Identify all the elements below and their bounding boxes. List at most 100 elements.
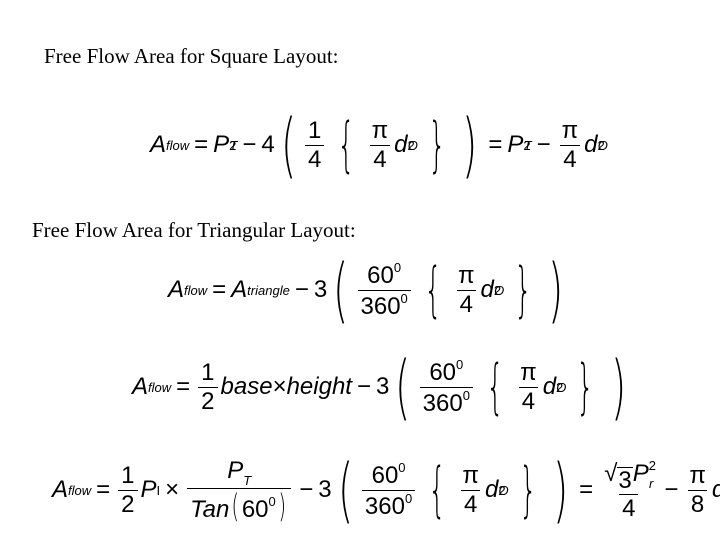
radical-sign: √ [604,459,618,487]
degree-superscript: 0 [400,290,408,306]
symbol-d: d [712,476,720,504]
denominator: 2 [118,489,138,517]
radicand: 3 [617,466,633,494]
left-parenthesis: ( [395,346,411,428]
minus-sign: − [356,373,371,400]
left-brace: { [428,455,446,525]
subscript-t: T [243,472,252,488]
subscript-o: O [498,482,509,498]
right-parenthesis: ) [553,449,569,531]
denominator: 4 [619,494,639,521]
symbol-d: d [542,373,557,400]
symbol-a: A [150,131,167,158]
superscript-2: 2 [498,482,506,498]
fraction-pt-over-tan60: PT Tan(600) [187,457,292,526]
symbol-d: d [480,276,494,303]
numerator: π [561,117,579,145]
word-base: base [220,373,273,400]
degree-superscript: 0 [268,494,276,510]
numerator: 1 [201,359,215,387]
degree-superscript: 0 [393,260,402,276]
subscript-flow: flow [184,282,208,298]
denominator: 4 [560,144,580,172]
word-tan: Tan [190,496,230,524]
minus-sign: − [536,131,551,158]
right-parenthesis: ) [278,487,286,526]
denominator: 4 [456,289,476,317]
left-parenthesis: ( [280,104,296,186]
heading-triangular-layout: Free Flow Area for Triangular Layout: [32,218,356,242]
denominator: 2 [198,386,218,414]
symbol-d: d [584,131,598,158]
equals-sign: = [579,476,594,503]
subscript-flow: flow [148,379,172,395]
numerator: π [371,117,389,145]
heading-square-layout: Free Flow Area for Square Layout: [44,44,339,68]
symbol-p: P [507,131,524,158]
word-height: height [286,373,352,400]
right-parenthesis: ) [462,104,478,186]
value-60: 60 [367,262,394,290]
value-60: 60 [241,496,269,524]
symbol-a: A [231,276,248,303]
numerator: π [520,359,537,387]
left-brace: { [486,352,504,422]
denominator: 3600 [357,289,411,320]
value-360: 360 [360,292,401,320]
subscript-i: I [156,482,161,498]
fraction-60-over-360: 600 3600 [419,357,473,417]
numerator: 600 [364,261,404,289]
right-parenthesis: ) [548,249,564,331]
times-sign: × [165,476,180,503]
right-brace: } [519,455,537,525]
value-360: 360 [364,492,405,520]
value-360: 360 [422,389,463,417]
denominator: Tan(600) [187,487,292,526]
denominator: 3600 [361,489,416,520]
degree-superscript: 0 [456,357,464,373]
symbol-a: A [132,373,149,400]
value-60: 60 [429,359,457,387]
superscript-2: 2 [493,282,502,298]
symbol-d: d [394,131,408,158]
coefficient-3: 3 [375,373,390,400]
equals-sign: = [176,373,191,400]
minus-sign: − [242,131,257,158]
symbol-p: P [632,459,649,487]
symbol-d: d [484,476,499,503]
numerator: 1 [121,462,135,490]
subscript-r: r [648,475,654,491]
subscript-flow: flow [68,482,92,498]
superscript-2: 2 [229,137,237,153]
subscript-t: T [523,137,532,153]
denominator: 4 [370,144,390,172]
superscript-2: 2 [648,457,656,473]
minus-sign: − [299,476,314,503]
subscript-o: O [494,282,505,298]
numerator: 600 [369,461,409,489]
numerator: 1 [308,117,322,145]
superscript-2: 2 [597,137,605,153]
symbol-a: A [168,276,185,303]
fraction-60-over-360: 600 3600 [357,261,411,320]
left-parenthesis: ( [337,449,353,531]
degree-superscript: 0 [398,460,406,476]
coefficient-4: 4 [261,131,275,158]
subscript-t: T [229,137,238,153]
right-brace: } [428,110,446,180]
square-root: √3 [604,461,633,493]
left-brace: { [337,110,356,180]
degree-superscript: 0 [462,387,470,403]
subscript-o: O [407,137,418,153]
